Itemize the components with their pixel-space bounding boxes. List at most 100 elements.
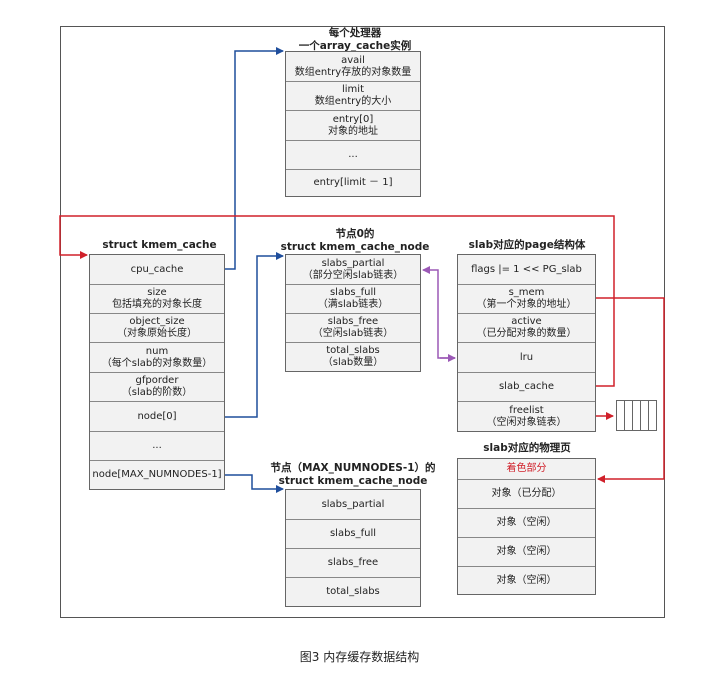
cell-name: 对象（空闲） xyxy=(496,574,557,586)
cell-name: freelist xyxy=(509,404,544,416)
cell-desc: （空闲对象链表） xyxy=(486,416,567,428)
cell-desc: （对象原始长度） xyxy=(117,328,197,339)
page-freelist: freelist （空闲对象链表） xyxy=(458,402,595,431)
phys-page-title: slab对应的物理页 xyxy=(452,442,602,455)
cell-name: s_mem xyxy=(508,287,545,298)
cell-desc: （slab数量） xyxy=(322,357,384,368)
cell-desc: 数组entry的大小 xyxy=(314,96,392,107)
arrow-node0-to-kmem-cache-node xyxy=(225,252,284,418)
node0-slabs-partial: slabs_partial （部分空闲slab链表） xyxy=(286,255,420,285)
cell-name: active xyxy=(511,316,542,327)
cell-name: slabs_full xyxy=(329,528,377,539)
array-cache-title: 每个处理器 一个array_cache实例 xyxy=(290,27,420,53)
cell-desc: 对象的地址 xyxy=(328,125,378,137)
kmem-cpu-cache: cpu_cache xyxy=(90,255,224,285)
cell-desc: （空闲slab链表） xyxy=(312,328,394,339)
freelist-stack-block xyxy=(648,400,657,431)
cell-name: total_slabs xyxy=(326,586,380,597)
kmem-size: size 包括填充的对象长度 xyxy=(90,285,224,314)
page-s-mem: s_mem （第一个对象的地址） xyxy=(458,285,595,314)
cell-name: 对象（空闲） xyxy=(496,546,557,557)
kmem-cache-box: cpu_cache size 包括填充的对象长度 object_size （对象… xyxy=(89,254,225,490)
kmem-node-last: node[MAX_NUMNODES-1] xyxy=(90,461,224,489)
cell-name: cpu_cache xyxy=(130,263,184,275)
page-struct-title: slab对应的page结构体 xyxy=(452,239,602,252)
phys-obj-free: 对象（空闲） xyxy=(458,509,595,538)
cell-name: 对象（空闲） xyxy=(496,517,557,528)
arrow-s-mem-to-phys-page xyxy=(596,297,665,483)
kmem-num: num （每个slab的对象数量） xyxy=(90,343,224,373)
node0-total-slabs: total_slabs （slab数量） xyxy=(286,343,420,371)
cell-name: num xyxy=(145,345,169,357)
figure-caption: 图3 内存缓存数据结构 xyxy=(299,650,420,664)
array-cache-ellipsis: ... xyxy=(286,141,420,170)
phys-coloring: 着色部分 xyxy=(458,459,595,480)
cell-name: entry[limit － 1] xyxy=(313,177,393,188)
cell-name: slabs_partial xyxy=(321,257,385,269)
array-cache-title-line2: 一个array_cache实例 xyxy=(298,40,412,52)
array-cache-entry0: entry[0] 对象的地址 xyxy=(286,111,420,141)
cell-name: gfporder xyxy=(135,375,179,386)
cell-name: slabs_partial xyxy=(321,498,385,510)
cell-desc: （部分空闲slab链表） xyxy=(302,269,404,281)
page-lru: lru xyxy=(458,343,595,373)
array-cache-title-line1: 每个处理器 xyxy=(328,27,382,39)
cell-name: avail xyxy=(341,54,365,66)
page-struct-box: flags |= 1 << PG_slab s_mem （第一个对象的地址） a… xyxy=(457,254,596,432)
cell-name: limit xyxy=(342,84,364,95)
cell-name: size xyxy=(147,287,167,298)
cell-desc: 包括填充的对象长度 xyxy=(112,299,202,310)
phys-obj-free: 对象（空闲） xyxy=(458,538,595,567)
arrow-cpu-cache-to-array-cache xyxy=(225,47,284,270)
page-flags: flags |= 1 << PG_slab xyxy=(458,255,595,285)
nodeN-total-slabs: total_slabs xyxy=(286,578,420,606)
page-struct-title-text: slab对应的page结构体 xyxy=(468,239,586,251)
nodeN-slabs-free: slabs_free xyxy=(286,549,420,578)
nodeN-slabs-partial: slabs_partial xyxy=(286,490,420,520)
cell-desc: （每个slab的对象数量） xyxy=(101,357,213,369)
array-cache-avail: avail 数组entry存放的对象数量 xyxy=(286,52,420,82)
kmem-cache-title: struct kmem_cache xyxy=(92,239,227,252)
cell-name: 对象（已分配） xyxy=(491,488,562,499)
cell-desc: （slab的阶数） xyxy=(121,387,193,398)
phys-obj-allocated: 对象（已分配） xyxy=(458,480,595,509)
nodeN-title: 节点（MAX_NUMNODES-1）的 struct kmem_cache_no… xyxy=(268,462,438,488)
node0-slabs-full: slabs_full （满slab链表） xyxy=(286,285,420,314)
page-slab-cache: slab_cache xyxy=(458,373,595,402)
array-cache-entry-last: entry[limit － 1] xyxy=(286,170,420,196)
node0-title-line1: 节点0的 xyxy=(335,228,375,240)
node0-box: slabs_partial （部分空闲slab链表） slabs_full （满… xyxy=(285,254,421,372)
arrow-lru-to-slabs-partial xyxy=(422,266,455,359)
kmem-node0: node[0] xyxy=(90,402,224,432)
kmem-object-size: object_size （对象原始长度） xyxy=(90,314,224,343)
cell-name: flags |= 1 << PG_slab xyxy=(471,263,582,275)
cell-name: entry[0] xyxy=(332,113,374,125)
cell-name: slabs_free xyxy=(327,316,379,327)
arrow-nodeN-to-kmem-cache-node xyxy=(225,474,284,493)
nodeN-slabs-full: slabs_full xyxy=(286,520,420,549)
node0-title: 节点0的 struct kmem_cache_node xyxy=(280,228,430,254)
cell-name: ... xyxy=(152,440,162,451)
array-cache-limit: limit 数组entry的大小 xyxy=(286,82,420,111)
cell-name: node[0] xyxy=(137,410,177,422)
cell-name: node[MAX_NUMNODES-1] xyxy=(92,469,222,480)
arrow-slab-cache-to-kmem-cache xyxy=(59,215,615,387)
nodeN-title-line2: struct kmem_cache_node xyxy=(278,475,428,487)
array-cache-box: avail 数组entry存放的对象数量 limit 数组entry的大小 en… xyxy=(285,51,421,197)
phys-obj-free: 对象（空闲） xyxy=(458,567,595,594)
nodeN-box: slabs_partial slabs_full slabs_free tota… xyxy=(285,489,421,607)
cell-name: object_size xyxy=(129,316,185,327)
phys-page-box: 着色部分 对象（已分配） 对象（空闲） 对象（空闲） 对象（空闲） xyxy=(457,458,596,595)
cell-name: ... xyxy=(348,149,358,160)
kmem-ellipsis: ... xyxy=(90,432,224,461)
cell-name: slabs_free xyxy=(327,557,379,568)
cell-name: slabs_full xyxy=(329,287,377,298)
cell-name: lru xyxy=(519,351,534,363)
cell-name: total_slabs xyxy=(326,345,380,356)
cell-name: 着色部分 xyxy=(506,463,547,474)
cell-desc: （已分配对象的数量） xyxy=(476,328,577,339)
node0-title-line2: struct kmem_cache_node xyxy=(280,241,430,253)
cell-desc: （满slab链表） xyxy=(317,299,389,310)
node0-slabs-free: slabs_free （空闲slab链表） xyxy=(286,314,420,343)
